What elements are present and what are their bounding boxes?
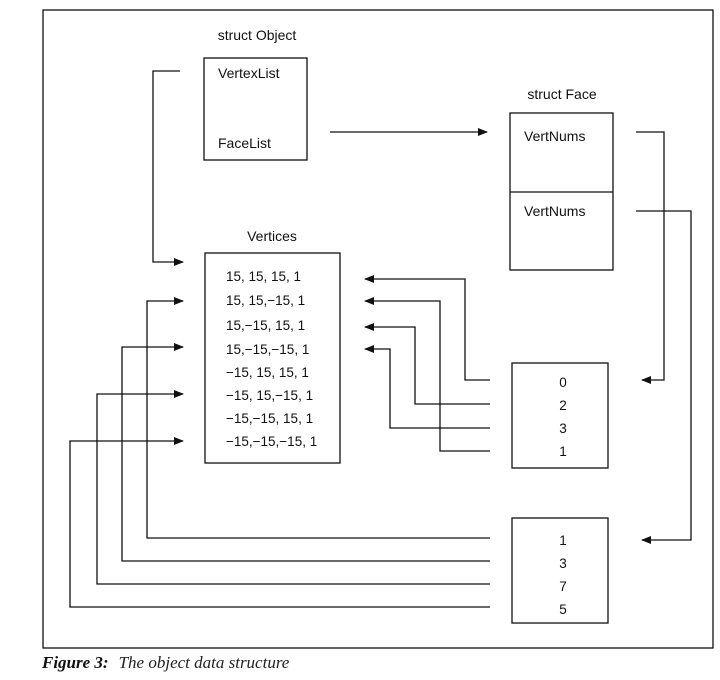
vertex-row: 15, 15,−15, 1 bbox=[226, 293, 305, 308]
vertexlist-pointer-arrow bbox=[152, 70, 184, 266]
face0-link-1 bbox=[364, 297, 490, 452]
struct-object-title: struct Object bbox=[218, 27, 297, 43]
vertex-row: 15,−15, 15, 1 bbox=[226, 318, 305, 333]
face1-index: 5 bbox=[559, 602, 567, 617]
field-vertnums-1: VertNums bbox=[524, 203, 585, 219]
vertex-row: −15,−15,−15, 1 bbox=[226, 434, 317, 449]
vertex-row: −15, 15, 15, 1 bbox=[226, 365, 309, 380]
face1-index-box bbox=[511, 517, 609, 624]
figure-caption-label: Figure 3: bbox=[41, 653, 109, 672]
vertex-row: 15, 15, 15, 1 bbox=[226, 269, 301, 284]
figure-frame bbox=[42, 9, 714, 649]
face0-index: 2 bbox=[559, 398, 567, 413]
struct-object-box bbox=[203, 57, 308, 161]
field-facelist: FaceList bbox=[218, 135, 271, 151]
face1-index: 7 bbox=[559, 579, 567, 594]
field-vertexlist: VertexList bbox=[218, 65, 280, 81]
face0-index: 3 bbox=[559, 421, 567, 436]
vertices-box bbox=[204, 252, 341, 464]
field-vertnums-0: VertNums bbox=[524, 128, 585, 144]
face1-vertnums-pointer-arrow bbox=[636, 210, 692, 544]
face0-vertnums-pointer-arrow bbox=[636, 131, 665, 384]
figure-caption: Figure 3: The object data structure bbox=[41, 653, 290, 672]
struct-face-title: struct Face bbox=[527, 86, 596, 102]
face0-index-box bbox=[511, 362, 609, 469]
face1-index: 3 bbox=[559, 556, 567, 571]
face1-link-3 bbox=[121, 343, 490, 562]
face1-link-5 bbox=[69, 437, 490, 608]
face1-index: 1 bbox=[559, 533, 567, 548]
face0-link-3 bbox=[364, 345, 490, 429]
face1-link-7 bbox=[96, 390, 490, 585]
face0-link-2 bbox=[364, 323, 490, 405]
vertex-row: 15,−15,−15, 1 bbox=[226, 342, 309, 357]
vertex-row: −15,−15, 15, 1 bbox=[226, 411, 313, 426]
face1-link-1 bbox=[146, 297, 490, 539]
vertex-rows: 15, 15, 15, 1 15, 15,−15, 1 15,−15, 15, … bbox=[226, 269, 317, 449]
figure-caption-text: The object data structure bbox=[119, 653, 290, 672]
face0-index: 1 bbox=[559, 444, 567, 459]
vertices-title: Vertices bbox=[247, 228, 297, 244]
face0-link-0 bbox=[364, 275, 490, 381]
face0-index: 0 bbox=[559, 375, 567, 390]
vertex-row: −15, 15,−15, 1 bbox=[226, 388, 313, 403]
